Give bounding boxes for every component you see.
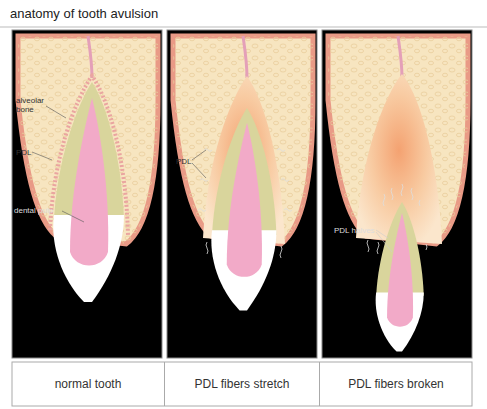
part-label: PDL <box>16 148 56 157</box>
panel-caption: PDL fibers stretch <box>195 377 290 391</box>
panel-background <box>12 30 162 358</box>
title-rule <box>0 27 487 28</box>
caption-box: PDL fibers stretch <box>165 362 319 406</box>
part-label: PDL halves <box>334 226 394 235</box>
leader-lines <box>376 230 392 252</box>
caption-box: normal tooth <box>12 362 164 406</box>
panel-caption: PDL fibers broken <box>348 377 444 391</box>
part-label: alveolar bone <box>16 96 52 114</box>
part-label: dental pulp <box>14 206 74 215</box>
panel-caption: normal tooth <box>55 377 122 391</box>
panel-background <box>322 30 472 358</box>
caption-box: PDL fibers broken <box>320 362 472 406</box>
caption-band <box>12 362 472 406</box>
caption-divider <box>164 362 165 406</box>
normal-tooth-illustration <box>18 36 158 302</box>
part-label: PDL <box>176 157 216 166</box>
stretched-tooth-illustration <box>173 36 313 310</box>
panel-background <box>167 30 317 358</box>
caption-divider <box>319 362 320 406</box>
avulsed-tooth-illustration <box>328 36 468 352</box>
diagram-title: anatomy of tooth avulsion <box>10 6 158 21</box>
